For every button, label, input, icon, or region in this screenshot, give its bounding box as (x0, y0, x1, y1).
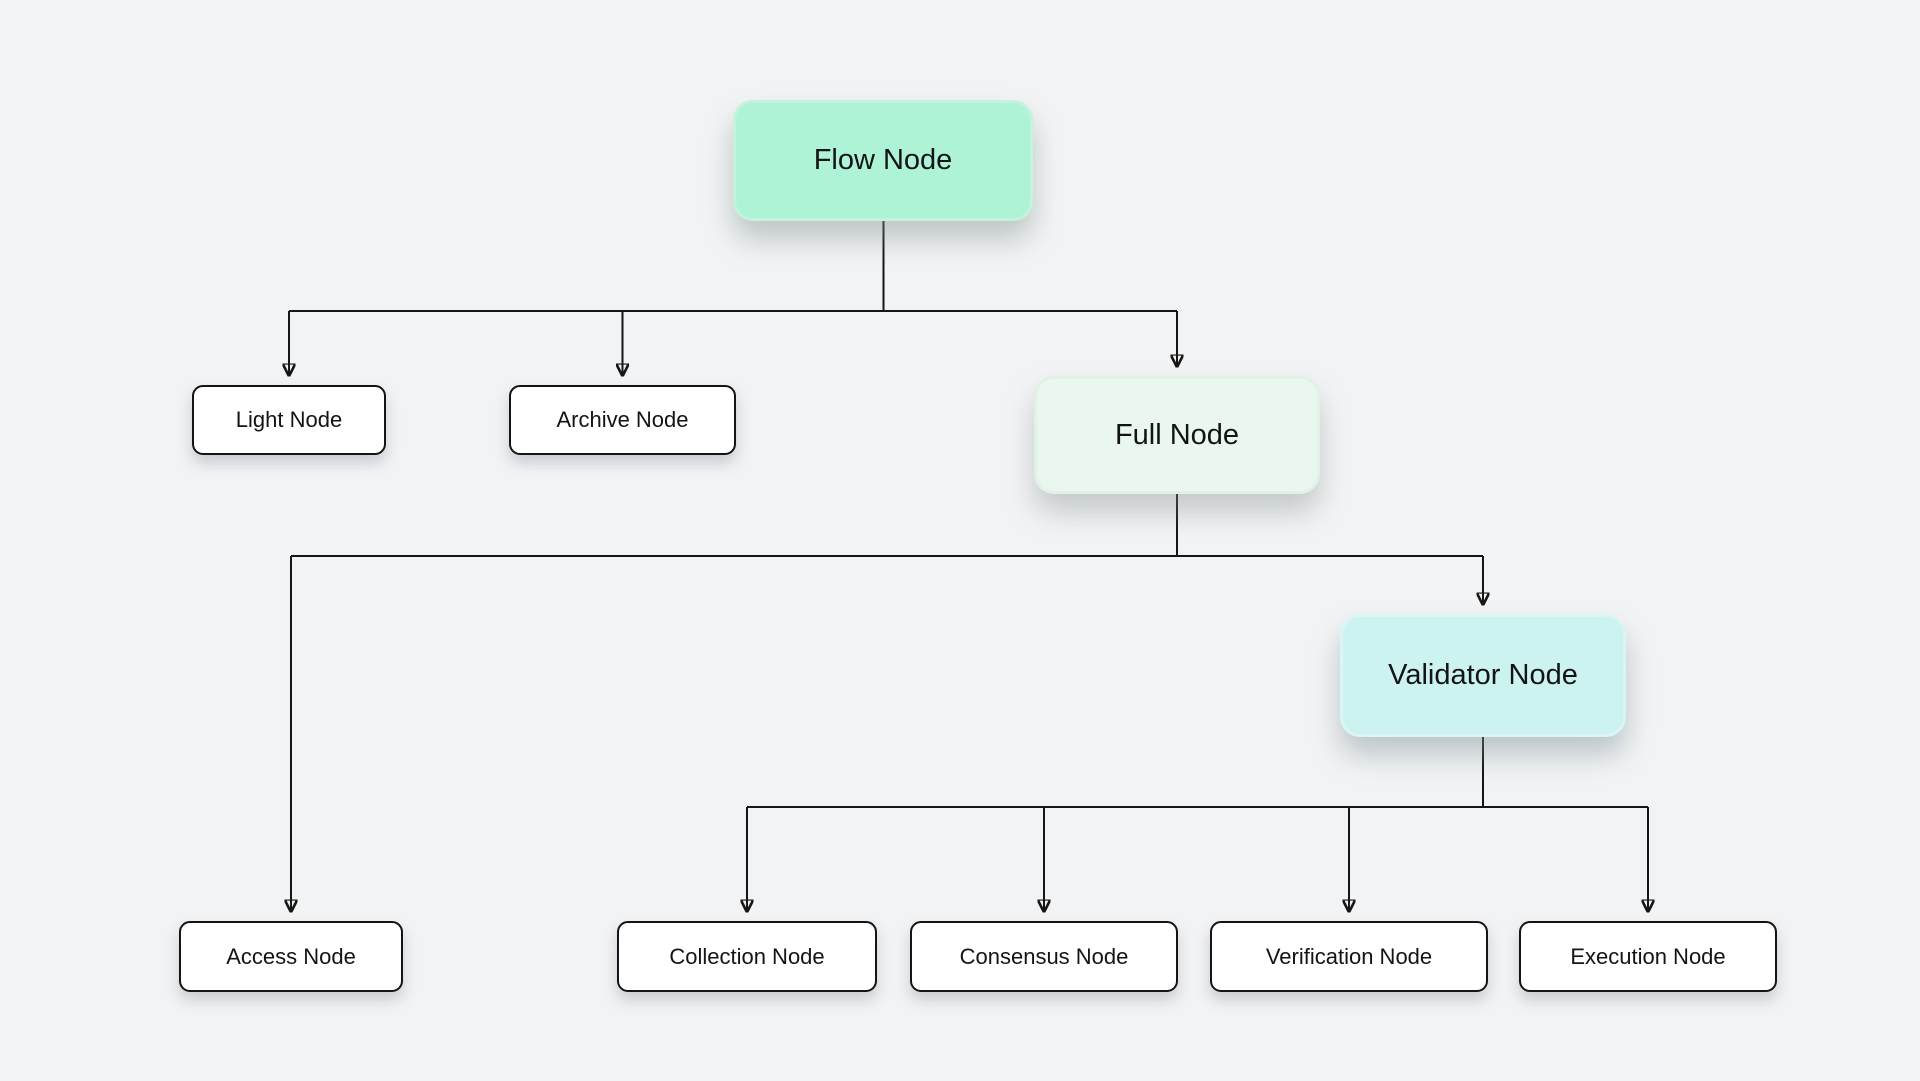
edge-spine-validator (747, 737, 1648, 808)
node-flow: Flow Node (733, 100, 1033, 221)
node-archive: Archive Node (509, 385, 736, 455)
node-full: Full Node (1034, 376, 1320, 494)
edge-spine-full (291, 494, 1483, 557)
node-access: Access Node (179, 921, 403, 992)
edge-spine-flow (289, 221, 1177, 312)
node-verification: Verification Node (1210, 921, 1488, 992)
node-collection: Collection Node (617, 921, 877, 992)
node-light: Light Node (192, 385, 386, 455)
node-execution: Execution Node (1519, 921, 1777, 992)
node-validator: Validator Node (1340, 614, 1626, 737)
node-consensus: Consensus Node (910, 921, 1178, 992)
